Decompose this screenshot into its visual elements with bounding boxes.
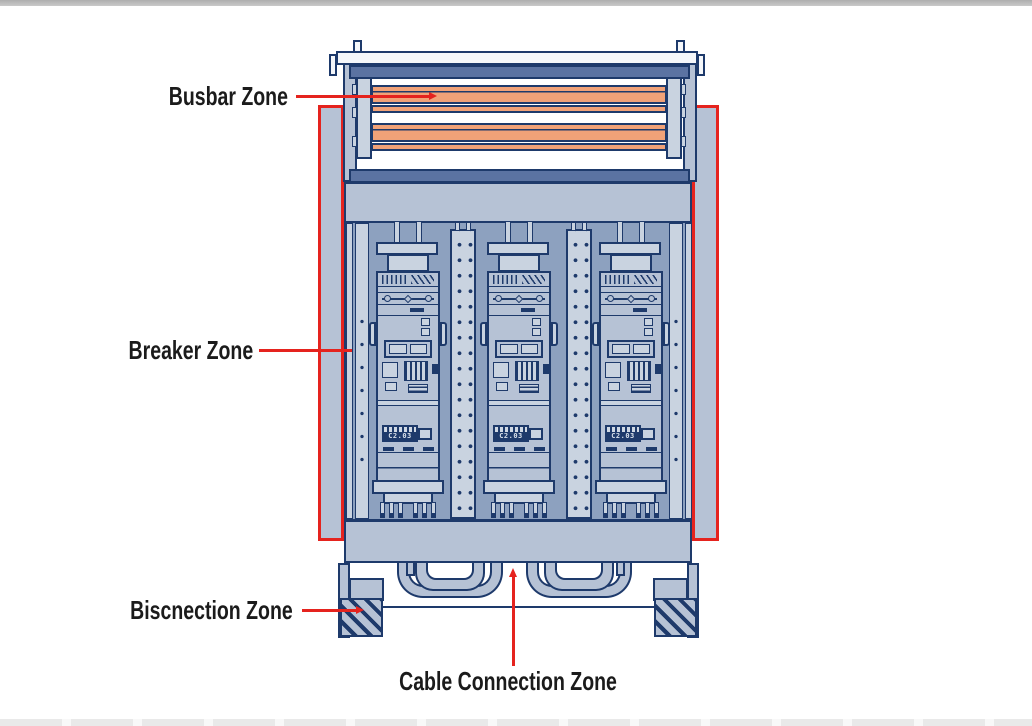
busbar-zone-leader-line xyxy=(296,92,437,100)
cable-clamp-left xyxy=(406,561,415,576)
breaker-foot xyxy=(383,492,433,504)
cabinet-lower-band xyxy=(344,520,692,563)
busbar-support-column-left xyxy=(352,74,372,159)
breaker-zone-inner-edge-left xyxy=(341,105,344,541)
cable-connection-zone-label: Cable Connection Zone xyxy=(399,666,617,696)
wall-dot-column xyxy=(670,310,682,466)
breaker-arc-chute-vents xyxy=(489,273,549,287)
breaker-body: C2.03 xyxy=(376,271,440,485)
page-bottom-strip xyxy=(0,719,1032,726)
busbar-lower-thick xyxy=(371,123,667,142)
cabinet-top-plate xyxy=(336,51,698,65)
breaker-pedestal xyxy=(610,254,652,272)
breaker-foot xyxy=(606,492,656,504)
cable-clamp-right xyxy=(616,561,625,576)
top-plate-end-tab-right xyxy=(697,54,705,76)
breaker-top-stub xyxy=(505,221,511,244)
breaker-nameplate: C2.03 xyxy=(601,422,661,446)
breaker-side-handle-right xyxy=(551,322,558,346)
breaker-zone-inner-edge-right xyxy=(692,105,695,541)
floor-line xyxy=(383,606,655,608)
foot-hatched-block-right xyxy=(654,598,697,637)
breaker-model-label: C2.03 xyxy=(611,432,635,440)
cable-connection-zone-leader-line xyxy=(509,568,517,666)
breaker-arc-chute-vents xyxy=(601,273,661,287)
foot-hatched-block-left xyxy=(340,598,383,637)
breaker-symbol-row xyxy=(489,293,549,305)
disconnection-zone-label: Biscnection Zone xyxy=(130,595,293,625)
breaker-side-handle-left xyxy=(592,322,599,346)
busbar-compartment-bottom-rail xyxy=(349,169,690,183)
breaker-terminal-pins xyxy=(374,502,442,518)
breaker-viewing-windows xyxy=(489,339,549,359)
breaker-nameplate: C2.03 xyxy=(378,422,438,446)
breaker-mechanism xyxy=(601,359,661,401)
breaker-terminal-pins xyxy=(485,502,553,518)
breaker-viewing-windows xyxy=(601,339,661,359)
breaker-side-handle-left xyxy=(369,322,376,346)
breaker-top-stub xyxy=(527,221,533,244)
breaker-mechanism xyxy=(378,359,438,401)
breaker-unit-1: C2.03 xyxy=(369,221,447,518)
breaker-arc-chute-vents xyxy=(378,273,438,287)
breaker-pedestal xyxy=(498,254,540,272)
breaker-indicator-squares xyxy=(489,316,549,339)
breaker-terminal-pins xyxy=(597,502,665,518)
perforated-mounting-rail-1 xyxy=(450,222,476,519)
busbar-compartment-top-rail xyxy=(349,65,690,79)
breaker-model-label: C2.03 xyxy=(499,432,523,440)
compartment-inner-wall-left xyxy=(355,223,369,519)
perforated-mounting-rail-2 xyxy=(566,222,592,519)
busbar-zone-label: Busbar Zone xyxy=(168,81,288,111)
top-plate-end-tab-left xyxy=(329,54,337,76)
compartment-outer-wall-left xyxy=(346,223,353,519)
busbar-upper-thin xyxy=(371,105,667,113)
breaker-body: C2.03 xyxy=(487,271,551,485)
busbar-support-column-right xyxy=(666,74,686,159)
breaker-symbol-row xyxy=(378,293,438,305)
breaker-side-handle-right xyxy=(440,322,447,346)
breaker-top-stub xyxy=(639,221,645,244)
wall-dot-column xyxy=(356,310,368,466)
breaker-top-stub xyxy=(394,221,400,244)
page-top-strip xyxy=(0,0,1032,6)
breaker-indicator-squares xyxy=(601,316,661,339)
compartment-inner-wall-right xyxy=(669,223,683,519)
disconnection-zone-leader-line xyxy=(302,606,364,614)
breaker-body: C2.03 xyxy=(599,271,663,485)
breaker-foot xyxy=(494,492,544,504)
lifting-lug-right xyxy=(676,40,685,53)
cabinet-upper-band xyxy=(344,182,692,223)
breaker-top-stub xyxy=(416,221,422,244)
breaker-unit-2: C2.03 xyxy=(480,221,558,518)
busbar-lower-thin xyxy=(371,143,667,151)
breaker-model-label: C2.03 xyxy=(388,432,412,440)
breaker-nameplate: C2.03 xyxy=(489,422,549,446)
compartment-outer-wall-right xyxy=(685,223,692,519)
breaker-top-stub xyxy=(617,221,623,244)
busbar-upper-thick xyxy=(371,85,667,104)
breaker-unit-3: C2.03 xyxy=(592,221,670,518)
breaker-side-handle-right xyxy=(663,322,670,346)
breaker-viewing-windows xyxy=(378,339,438,359)
breaker-zone-label: Breaker Zone xyxy=(128,335,253,365)
breaker-side-handle-left xyxy=(480,322,487,346)
lifting-lug-left xyxy=(353,40,362,53)
breaker-mechanism xyxy=(489,359,549,401)
breaker-zone-leader-line xyxy=(259,349,352,352)
breaker-indicator-squares xyxy=(378,316,438,339)
breaker-pedestal xyxy=(387,254,429,272)
breaker-symbol-row xyxy=(601,293,661,305)
